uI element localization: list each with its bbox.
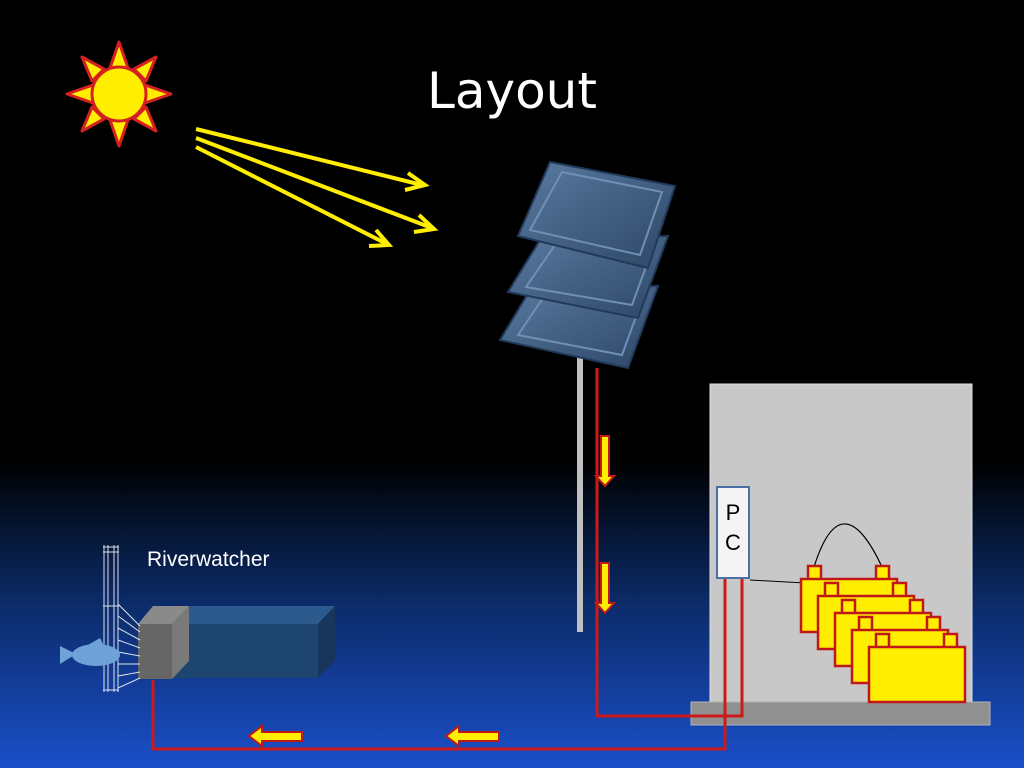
solar-panel (516, 160, 677, 270)
riverwatcher-cable (151, 579, 727, 751)
pc-battery-wire (749, 579, 806, 584)
pc-label-line2: C (725, 530, 741, 555)
guide-frame (103, 545, 141, 692)
flow-arrow (593, 562, 617, 615)
page-title: Layout (427, 62, 597, 120)
fish-icon (60, 638, 120, 666)
building-base (690, 701, 991, 726)
pc-box: P C (716, 486, 750, 579)
flow-arrows-down (593, 435, 617, 615)
flow-arrow (444, 723, 500, 749)
flow-arrow (593, 435, 617, 488)
flow-arrows-left (247, 723, 500, 749)
sun-icon (65, 40, 173, 148)
flow-arrow (247, 723, 303, 749)
pc-label-line1: P (725, 500, 741, 525)
battery-link-wire (813, 523, 883, 568)
power-cables (151, 368, 744, 751)
panel-pole (577, 355, 583, 632)
battery-stack (799, 564, 967, 704)
riverwatcher-device (60, 545, 335, 692)
panel-cable (595, 368, 744, 718)
riverwatcher-label: Riverwatcher (147, 548, 270, 571)
sun-rays (195, 127, 439, 248)
battery (867, 632, 967, 704)
solar-panels (498, 160, 677, 370)
